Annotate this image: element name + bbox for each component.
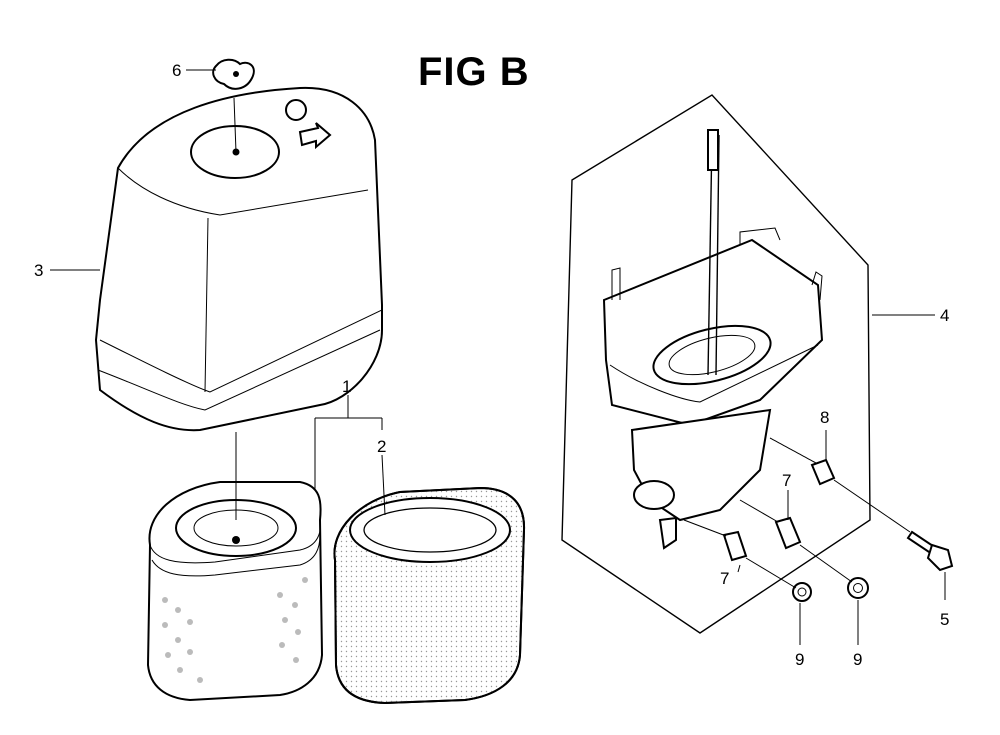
callout-2: 2 [377,437,386,456]
filter-element-paper [146,481,324,702]
flange-nut-9b [847,577,869,599]
air-cleaner-cover [94,86,383,432]
leader-lines [50,69,946,645]
callout-4: 4 [940,306,949,325]
wing-nut [212,58,255,90]
callout-1: 1 [342,377,351,396]
collar-7a [774,516,802,550]
flange-nut-9a [792,582,812,602]
callout-3: 3 [34,261,43,280]
callout-7-lower: 7 [720,569,729,588]
callout-7-upper: 7 [782,471,791,490]
bolt-5 [906,530,954,572]
foam-element [333,486,526,705]
callout-9-left: 9 [795,650,804,669]
callout-9-right: 9 [853,650,862,669]
figure-title: FIG B [418,50,530,94]
collar-7b [722,530,748,562]
callout-5: 5 [940,610,949,629]
air-cleaner-case [561,94,871,634]
callout-8: 8 [820,408,829,427]
callout-6: 6 [172,61,181,80]
collar-8 [810,458,836,486]
